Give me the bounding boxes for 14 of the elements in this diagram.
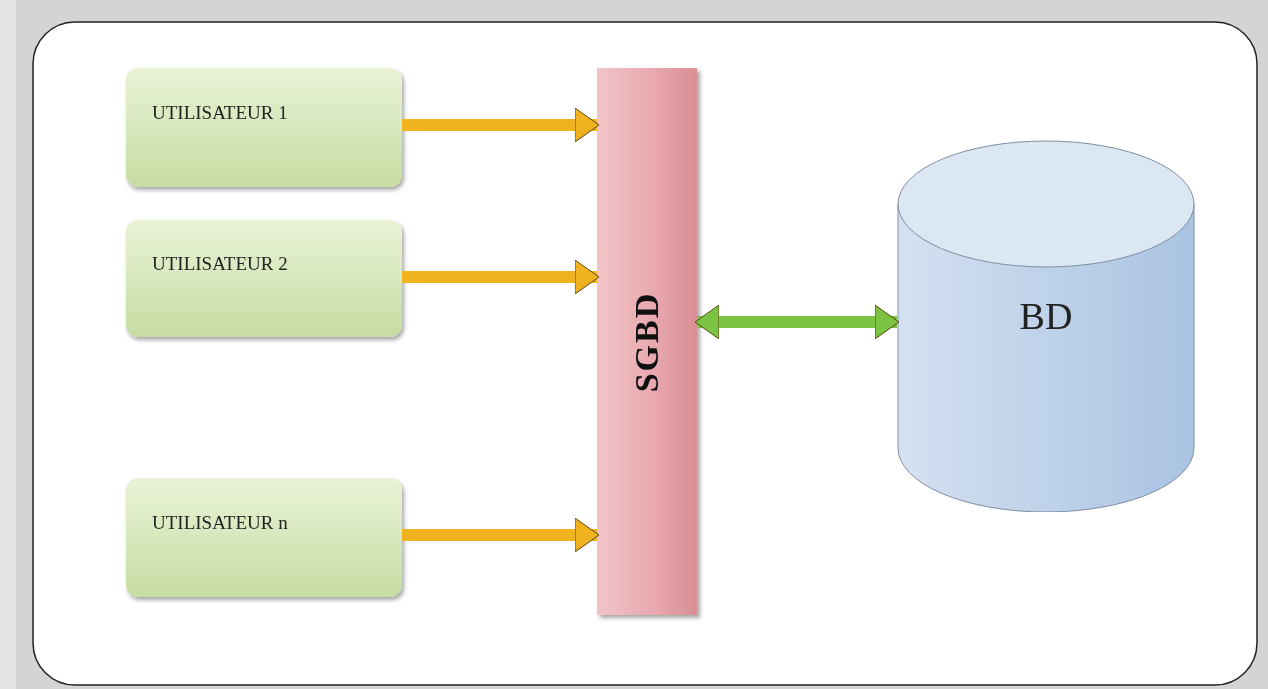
arrow (402, 517, 600, 553)
dbms-label: SGBD (628, 291, 666, 392)
user-box (126, 68, 402, 187)
dbms-bar (597, 68, 697, 615)
user-label: UTILISATEUR 2 (152, 252, 288, 275)
user-label: UTILISATEUR 1 (152, 101, 288, 124)
user-box (126, 478, 402, 597)
database-label: BD (1019, 294, 1073, 338)
arrow (402, 107, 600, 143)
user-box (126, 220, 402, 337)
arrow (694, 304, 900, 340)
database-cylinder (897, 140, 1195, 512)
user-label: UTILISATEUR n (152, 511, 288, 534)
arrow (402, 259, 600, 295)
